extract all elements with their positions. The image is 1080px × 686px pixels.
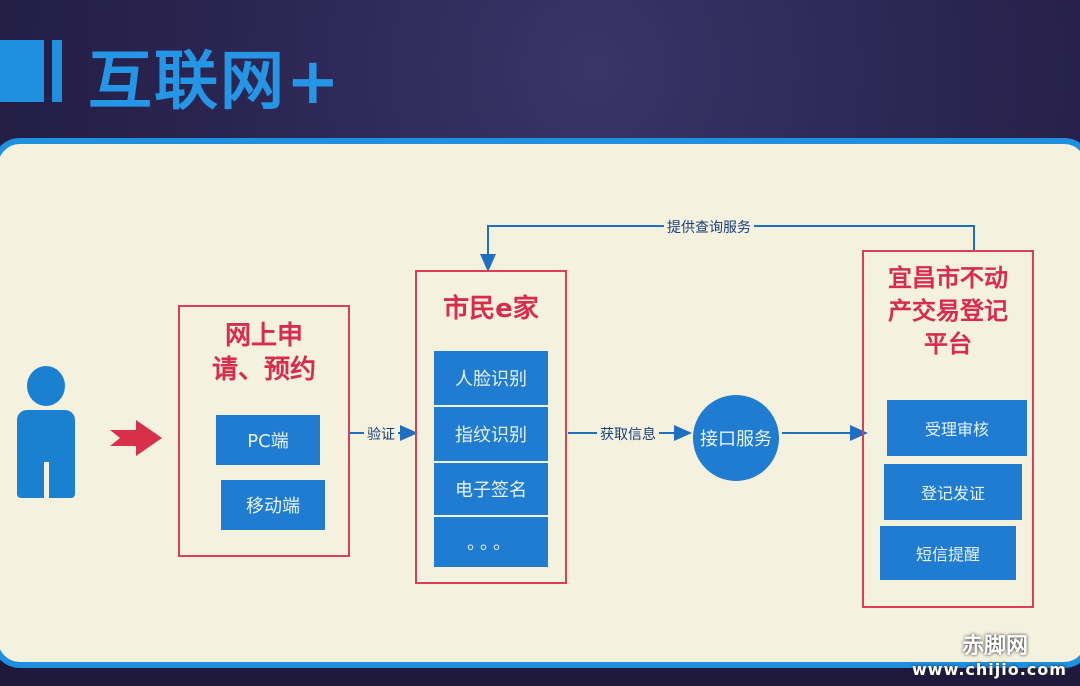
fingerprint-recognition-box: 指纹识别 [434, 407, 548, 461]
platform-box-title: 宜昌市不动 产交易登记 平台 [888, 264, 1008, 358]
e-signature-box: 电子签名 [434, 463, 548, 515]
citizen-ehome-box: 市民e家 [415, 270, 567, 584]
user-icon-head [27, 366, 65, 406]
header-bar-decoration-thin [52, 40, 62, 102]
face-recognition-box: 人脸识别 [434, 351, 548, 405]
arrow-right-icon [110, 420, 162, 456]
watermark-logo: 赤脚网 [962, 634, 1029, 659]
mobile-client-box: 移动端 [221, 480, 325, 530]
online-box-title: 网上申 请、预约 [211, 321, 316, 385]
more-items-box: 。。。 [434, 517, 548, 567]
user-icon-leg-gap [44, 462, 49, 500]
get-info-label: 获取信息 [597, 424, 659, 444]
bottom-band [0, 668, 1080, 686]
page-title: 互联网+ [88, 45, 342, 119]
review-box: 受理审核 [887, 400, 1027, 456]
interface-service-node: 接口服务 [693, 395, 779, 481]
header-bar-decoration [0, 40, 44, 102]
pc-client-box: PC端 [216, 415, 320, 465]
watermark-url: www.chijio.com [912, 660, 1067, 679]
query-service-label: 提供查询服务 [664, 217, 754, 237]
verify-label: 验证 [364, 424, 398, 444]
citizen-box-title: 市民e家 [443, 294, 539, 324]
sms-reminder-box: 短信提醒 [880, 526, 1016, 580]
online-application-box: 网上申 请、预约 [178, 305, 350, 557]
real-estate-platform-box: 宜昌市不动 产交易登记 平台 [862, 250, 1034, 608]
registration-box: 登记发证 [884, 464, 1022, 520]
